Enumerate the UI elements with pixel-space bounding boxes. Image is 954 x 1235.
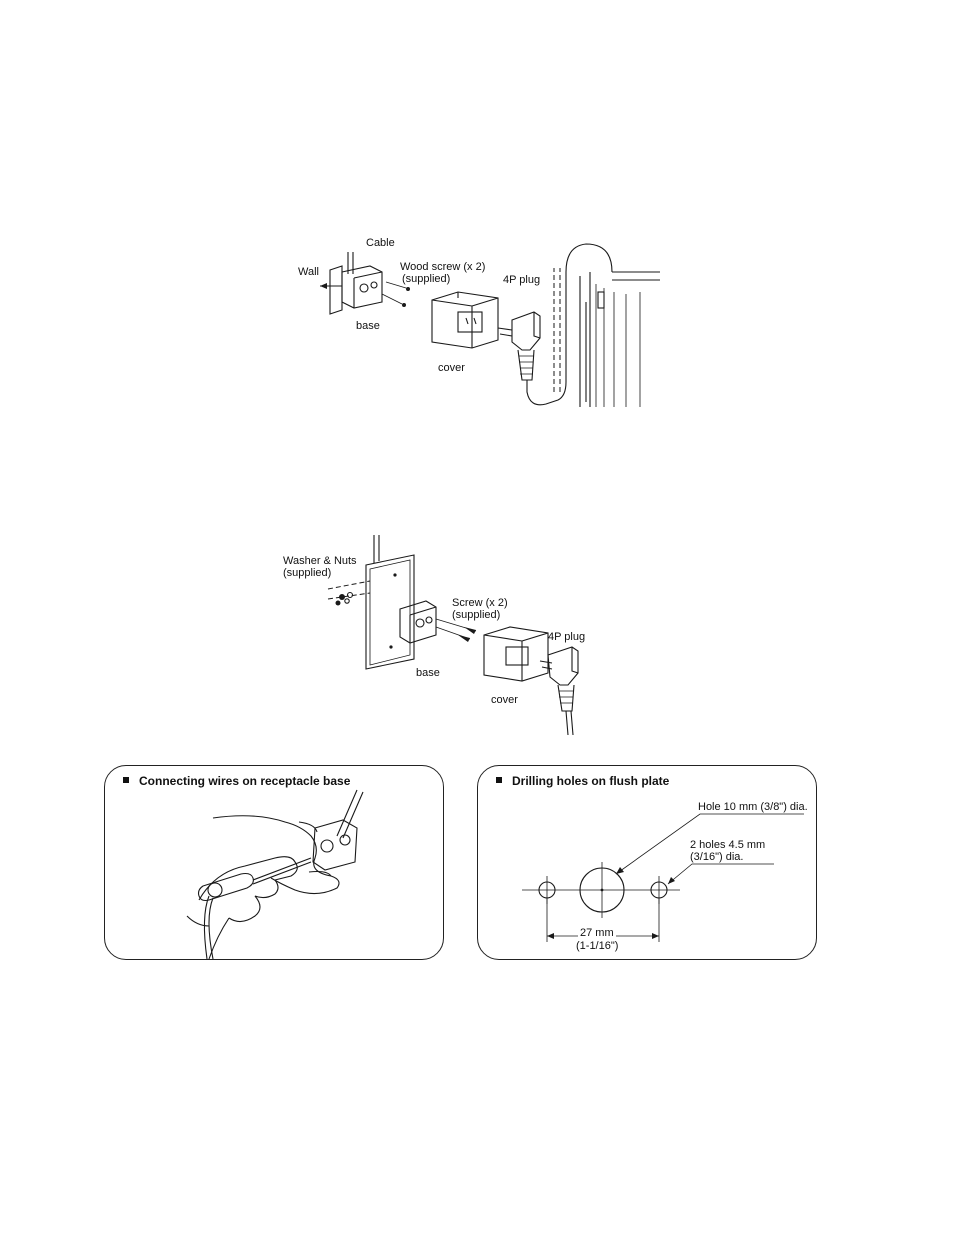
drilling-holes-panel: Drilling holes on flush plate Hole 10 mm… bbox=[477, 765, 817, 960]
plug-label: 4P plug bbox=[548, 631, 585, 643]
wood-screw-supplied-label: (supplied) bbox=[402, 273, 450, 285]
wall-mount-figure: Cable Wall Wood screw (x 2) (supplied) b… bbox=[290, 232, 660, 412]
wall-mount-illustration bbox=[290, 232, 660, 412]
wood-screw-label: Wood screw (x 2) bbox=[400, 261, 485, 273]
screw-supplied-label: (supplied) bbox=[452, 609, 500, 621]
base-label: base bbox=[416, 667, 440, 679]
washer-supplied-label: (supplied) bbox=[283, 567, 331, 579]
cover-label: cover bbox=[438, 362, 465, 374]
wall-label: Wall bbox=[298, 266, 319, 278]
dimension-inch-label: (1-1/16") bbox=[576, 940, 618, 952]
plug-label: 4P plug bbox=[503, 274, 540, 286]
cover-label: cover bbox=[491, 694, 518, 706]
dimension-mm-label: 27 mm bbox=[578, 927, 616, 939]
flush-plate-figure: Washer & Nuts (supplied) Screw (x 2) (su… bbox=[280, 535, 620, 740]
holes-small-label-1: 2 holes 4.5 mm bbox=[690, 839, 765, 851]
holes-small-label-2: (3/16") dia. bbox=[690, 851, 743, 863]
drilling-template bbox=[478, 766, 816, 959]
hole-large-label: Hole 10 mm (3/8") dia. bbox=[698, 801, 808, 813]
screw-label: Screw (x 2) bbox=[452, 597, 508, 609]
base-label: base bbox=[356, 320, 380, 332]
connecting-wires-panel: Connecting wires on receptacle base bbox=[104, 765, 444, 960]
connecting-wires-illustration bbox=[105, 766, 443, 959]
washer-nuts-label: Washer & Nuts bbox=[283, 555, 357, 567]
cable-label: Cable bbox=[366, 237, 395, 249]
